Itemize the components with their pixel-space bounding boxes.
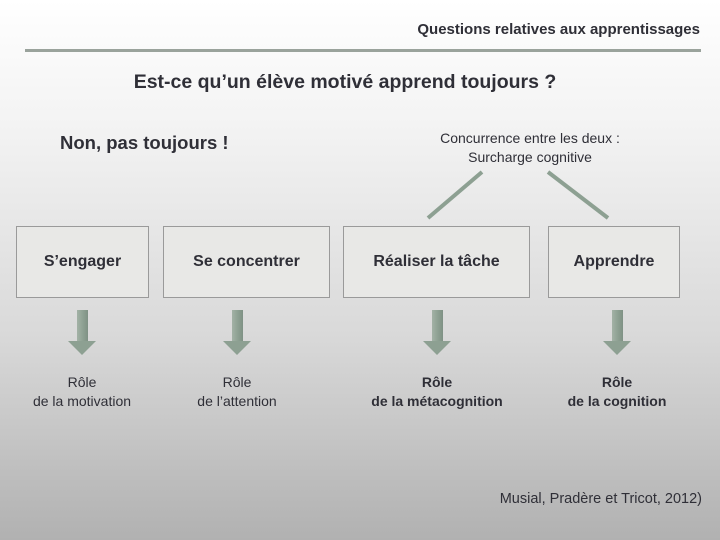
role-label-line1: Rôle <box>421 374 453 390</box>
role-label-line1: Rôle <box>601 374 633 390</box>
arrow-shaft <box>76 310 88 341</box>
competition-note: Concurrence entre les deux : Surcharge c… <box>400 129 660 167</box>
down-arrow-icon <box>423 310 451 355</box>
role-label-line2: de la cognition <box>567 393 667 409</box>
header-rule-line <box>25 49 701 52</box>
competition-note-line1: Concurrence entre les deux : <box>440 130 620 146</box>
connector-line-left <box>426 170 484 220</box>
arrow-head <box>603 341 631 355</box>
arrow-head <box>223 341 251 355</box>
arrow-shaft <box>231 310 243 341</box>
role-label-line1: Rôle <box>67 374 97 390</box>
slide-header-title: Questions relatives aux apprentissages <box>417 21 700 38</box>
arrow-shaft <box>611 310 623 341</box>
process-box-realiser: Réaliser la tâche <box>343 226 530 298</box>
role-label-cognition: Rôle de la cognition <box>532 373 702 411</box>
role-label-line2: de l’attention <box>197 393 277 409</box>
connector-line-right <box>546 170 610 220</box>
competition-note-line2: Surcharge cognitive <box>468 149 592 165</box>
role-label-line2: de la métacognition <box>371 393 503 409</box>
role-label-attention: Rôle de l’attention <box>152 373 322 411</box>
arrow-head <box>68 341 96 355</box>
arrow-shaft <box>431 310 443 341</box>
citation-reference: Musial, Pradère et Tricot, 2012) <box>499 491 702 507</box>
slide-question-heading: Est-ce qu’un élève motivé apprend toujou… <box>133 71 557 93</box>
role-label-metacognition: Rôle de la métacognition <box>352 373 522 411</box>
answer-statement: Non, pas toujours ! <box>60 132 229 153</box>
down-arrow-icon <box>603 310 631 355</box>
process-box-engager: S’engager <box>16 226 149 298</box>
process-box-concentrer: Se concentrer <box>163 226 330 298</box>
role-label-line2: de la motivation <box>32 393 132 409</box>
down-arrow-icon <box>68 310 96 355</box>
role-label-motivation: Rôle de la motivation <box>0 373 167 411</box>
arrow-head <box>423 341 451 355</box>
process-box-apprendre: Apprendre <box>548 226 680 298</box>
role-label-line1: Rôle <box>222 374 252 390</box>
down-arrow-icon <box>223 310 251 355</box>
